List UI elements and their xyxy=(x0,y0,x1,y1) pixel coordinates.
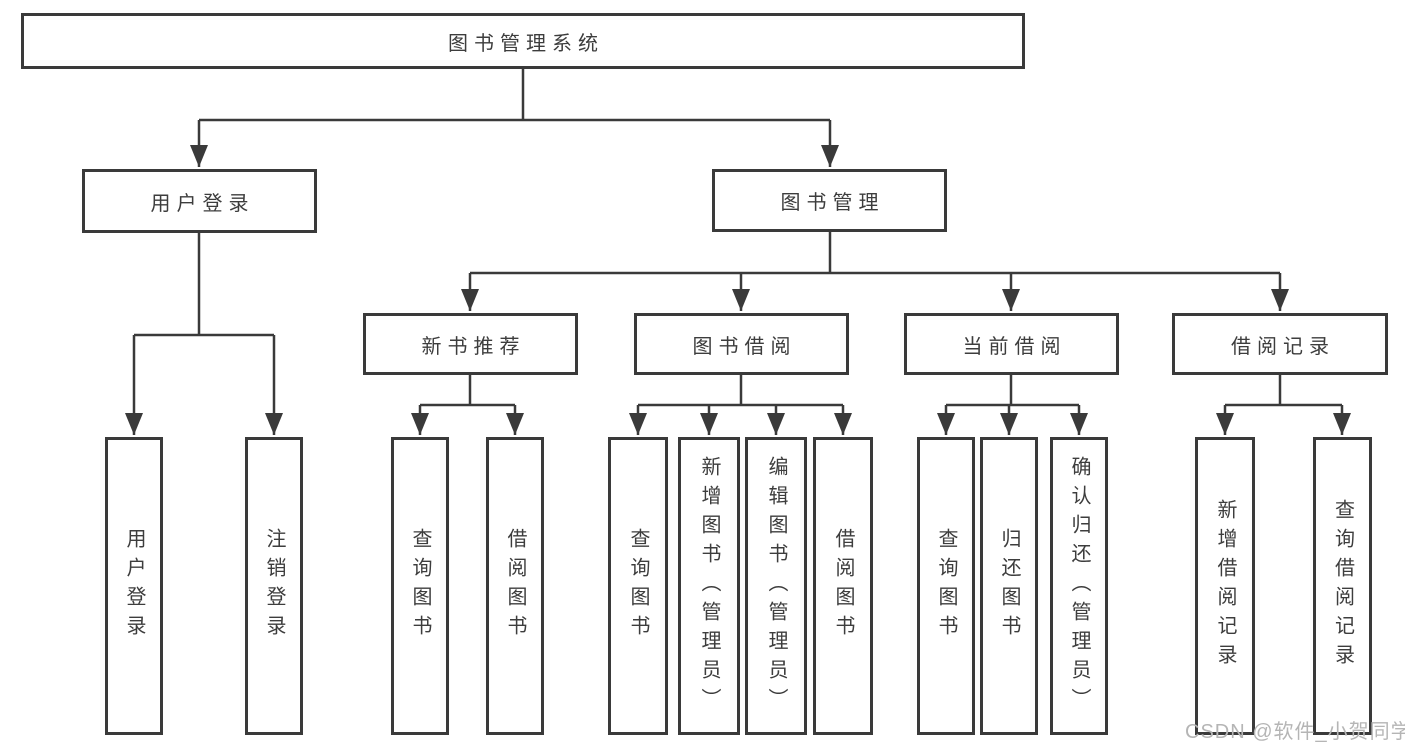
leaf-confirm-return-admin: 确认归还（管理员） xyxy=(1050,437,1108,735)
node-user-login: 用户登录 xyxy=(82,169,317,233)
node-new-book-recommendation: 新书推荐 xyxy=(363,313,578,375)
leaf-borrow-books-borrowing: 借阅图书 xyxy=(813,437,873,735)
leaf-query-books-borrowing: 查询图书 xyxy=(608,437,668,735)
leaf-return-books: 归还图书 xyxy=(980,437,1038,735)
leaf-borrow-books-recommend: 借阅图书 xyxy=(486,437,544,735)
leaf-edit-book-admin: 编辑图书（管理员） xyxy=(745,437,807,735)
node-library-management-system: 图书管理系统 xyxy=(21,13,1025,69)
leaf-query-books-recommend: 查询图书 xyxy=(391,437,449,735)
leaf-add-book-admin: 新增图书（管理员） xyxy=(678,437,740,735)
node-borrowing-records: 借阅记录 xyxy=(1172,313,1388,375)
leaf-query-borrowing-record: 查询借阅记录 xyxy=(1313,437,1372,735)
leaf-query-books-current: 查询图书 xyxy=(917,437,975,735)
node-book-borrowing: 图书借阅 xyxy=(634,313,849,375)
csdn-watermark: CSDN @软件_小贺同学 xyxy=(1185,721,1405,743)
node-book-management: 图书管理 xyxy=(712,169,947,232)
leaf-logout: 注销登录 xyxy=(245,437,303,735)
leaf-user-login: 用户登录 xyxy=(105,437,163,735)
leaf-add-borrowing-record: 新增借阅记录 xyxy=(1195,437,1255,735)
node-current-borrowing: 当前借阅 xyxy=(904,313,1119,375)
